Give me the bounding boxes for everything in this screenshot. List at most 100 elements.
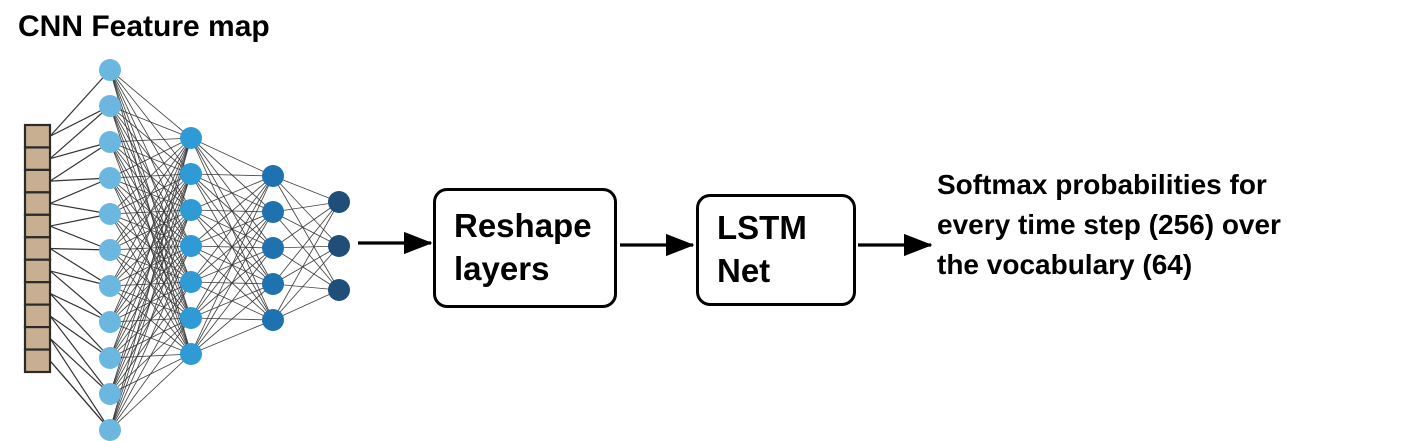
network-edge <box>109 317 192 431</box>
network-edge <box>49 105 111 160</box>
dense-layer-1-node <box>99 203 121 225</box>
dense-layer-3-node <box>262 273 284 295</box>
network-edge <box>272 211 340 291</box>
network-edge <box>272 245 340 321</box>
network-edge <box>272 245 340 249</box>
network-edge <box>109 173 192 431</box>
softmax-line-2: every time step (256) over <box>937 208 1281 240</box>
feature-map-cell <box>23 213 52 239</box>
dense-layer-3-node <box>262 165 284 187</box>
network-edge <box>272 201 340 321</box>
feature-map-cell <box>23 348 52 374</box>
network-edge <box>109 137 192 395</box>
dense-layer-1-node <box>99 95 121 117</box>
lstm-line-2: Net <box>717 252 771 289</box>
network-edge <box>109 353 192 431</box>
network-edge <box>272 175 340 203</box>
dense-layer-1-node <box>99 347 121 369</box>
dense-layer-3-node <box>262 309 284 331</box>
network-edge <box>49 360 111 431</box>
dense-layer-1-node <box>99 167 121 189</box>
dense-layer-4-node <box>328 279 350 301</box>
network-edge <box>190 173 274 177</box>
network-edge <box>109 137 192 323</box>
network-edge <box>272 201 340 249</box>
network-edge <box>49 69 111 137</box>
feature-map-cell <box>23 281 52 306</box>
dense-layer-2-node <box>180 307 202 329</box>
network-nodes <box>99 59 350 441</box>
network-edge <box>109 137 192 287</box>
network-edge <box>109 137 192 251</box>
network-edge <box>272 211 340 247</box>
dense-layer-2-node <box>180 271 202 293</box>
network-edge <box>49 337 111 431</box>
network-edge <box>272 245 340 285</box>
network-edge <box>109 281 192 431</box>
dense-layer-3-node <box>262 201 284 223</box>
dense-layer-1-node <box>99 275 121 297</box>
lstm-line-1: LSTM <box>717 209 807 247</box>
network-edge <box>49 247 111 287</box>
dense-layer-2-node <box>180 163 202 185</box>
dense-layer-1-node <box>99 383 121 405</box>
network-edge <box>190 137 274 177</box>
network-edge <box>272 201 340 285</box>
dense-layer-4-node <box>328 235 350 257</box>
network-edge <box>109 105 192 139</box>
dense-layer-1-node <box>99 131 121 153</box>
network-edge <box>272 175 340 291</box>
network-edge <box>190 175 274 355</box>
softmax-line-3: the vocabulary (64) <box>937 248 1193 280</box>
network-edge <box>49 293 111 359</box>
network-edge <box>49 270 111 323</box>
network-edge <box>272 283 340 291</box>
dense-layer-1-node <box>99 59 121 81</box>
dense-layer-1-node <box>99 311 121 333</box>
page-title: CNN Feature map <box>18 10 270 43</box>
network-edge <box>190 175 274 211</box>
feature-map-cell <box>23 258 52 284</box>
network-edge <box>190 175 274 283</box>
reshape-layers-box[interactable]: Reshape layers <box>433 188 617 308</box>
dense-layer-1-node <box>99 239 121 261</box>
softmax-output-caption: Softmax probabilities for every time ste… <box>937 165 1407 284</box>
network-edge <box>109 137 192 179</box>
network-edge <box>109 137 192 359</box>
network-edge <box>49 141 111 182</box>
feature-map-cell <box>23 303 52 329</box>
feature-map-cell <box>23 168 52 194</box>
dense-layer-4-node <box>328 191 350 213</box>
dense-layer-2-node <box>180 343 202 365</box>
feature-map-cell <box>23 191 52 216</box>
network-edge <box>272 201 340 213</box>
network-edge <box>109 137 192 431</box>
feature-map-cell <box>23 236 52 261</box>
network-edge <box>109 69 192 139</box>
reshape-line-1: Reshape <box>454 207 592 245</box>
network-edge <box>190 211 274 355</box>
lstm-net-box[interactable]: LSTM Net <box>696 194 856 306</box>
dense-layer-2-node <box>180 235 202 257</box>
softmax-line-1: Softmax probabilities for <box>937 169 1267 200</box>
network-edge <box>190 175 274 319</box>
network-edge <box>190 319 274 355</box>
network-edge <box>272 289 340 321</box>
flow-arrows <box>358 231 933 257</box>
network-edge <box>109 209 192 431</box>
network-edge <box>272 175 340 247</box>
feature-map-cell <box>23 123 52 149</box>
network-edge <box>109 137 192 143</box>
network-edge <box>49 337 111 395</box>
network-edge <box>190 175 274 247</box>
dense-layer-1-node <box>99 419 121 441</box>
network-edge <box>272 247 340 291</box>
dense-layer-2-node <box>180 127 202 149</box>
network-edge <box>190 247 274 355</box>
network-edge <box>190 283 274 355</box>
network-edge <box>109 137 192 215</box>
network-edge <box>109 245 192 431</box>
network-edge <box>49 105 111 137</box>
